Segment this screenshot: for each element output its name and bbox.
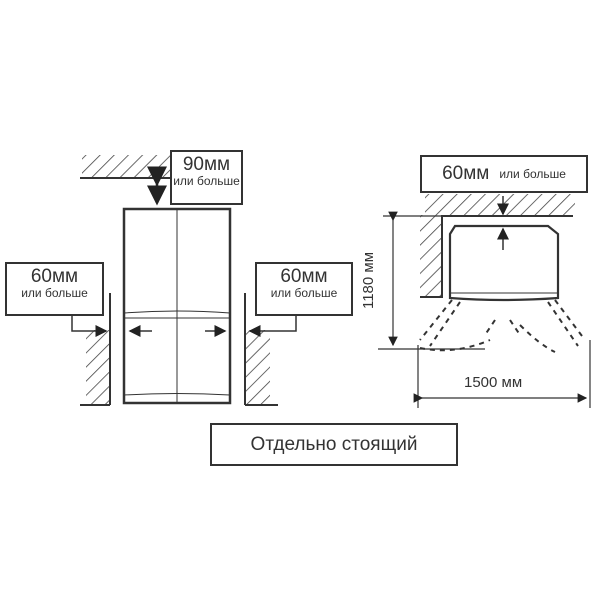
- left-clearance-label: 60мм или больше: [5, 262, 104, 316]
- ceiling-hatch: [82, 155, 170, 177]
- top-clearance-value: 90мм: [182, 154, 231, 175]
- back-wall-hatch: [425, 194, 575, 215]
- right-wall-hatch: [245, 330, 270, 405]
- width-dimension-label: 1500 мм: [464, 374, 523, 391]
- left-clearance-note: или больше: [21, 285, 88, 300]
- back-clearance-value: 60мм: [442, 163, 490, 185]
- right-leader: [248, 315, 297, 337]
- top-clearance-note: или больше: [173, 173, 240, 188]
- back-clearance-label: 60мм или больше: [420, 155, 588, 193]
- fridge-top-view: [448, 224, 560, 302]
- back-clearance-note: или больше: [499, 166, 566, 181]
- side-wall-hatch: [420, 215, 442, 297]
- wall-outline: [420, 215, 573, 298]
- door-swing-lines: [419, 299, 586, 353]
- top-clearance-label: 90мм или больше: [170, 150, 243, 205]
- depth-dimension-label: 1180 мм: [360, 251, 378, 310]
- bottom-line: [123, 393, 231, 396]
- right-clearance-label: 60мм или больше: [255, 262, 353, 316]
- caption: Отдельно стоящий: [250, 433, 418, 455]
- left-wall-hatch: [86, 330, 110, 405]
- caption-box: Отдельно стоящий: [210, 423, 458, 466]
- drawer-line: [123, 310, 231, 319]
- right-clearance-note: или больше: [270, 285, 338, 300]
- left-leader: [71, 315, 108, 337]
- right-clearance-value: 60мм: [280, 266, 328, 287]
- left-clearance-value: 60мм: [30, 266, 79, 287]
